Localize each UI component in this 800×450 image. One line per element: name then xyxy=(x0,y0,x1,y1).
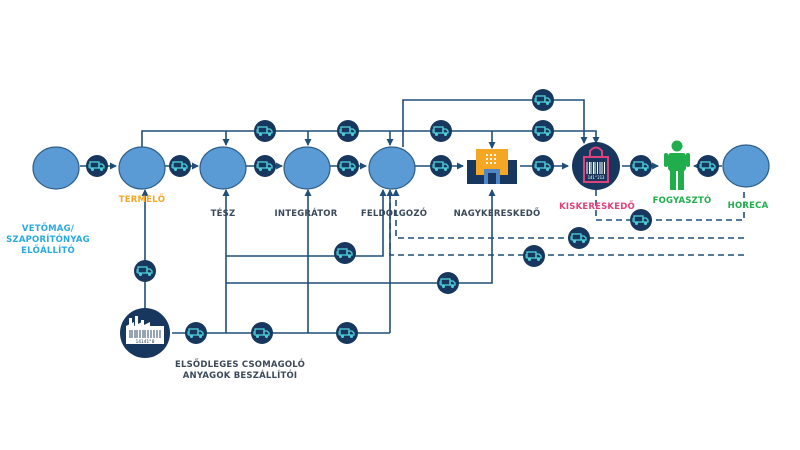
packaging-supplier-label: ELSŐDLEGES CSOMAGOLÓ ANYAGOK BESZÁLLÍTÓI xyxy=(160,360,320,382)
packaging-supplier-icon: 14141°0 xyxy=(120,308,170,358)
consumer-icon xyxy=(664,140,690,190)
truck-icon xyxy=(253,119,277,143)
truck-icon xyxy=(250,321,274,345)
retail-barcode-text: 141°213 xyxy=(588,175,605,180)
truck-icon xyxy=(436,271,460,295)
producer-label: TERMELŐ xyxy=(118,195,166,205)
truck-icon xyxy=(85,154,109,178)
truck-icon xyxy=(567,226,591,250)
truck-icon xyxy=(168,154,192,178)
truck-icon xyxy=(522,244,546,268)
horeca-label: HORECA xyxy=(727,201,769,211)
seed-label-line2: SZAPORÍTÓNYAG xyxy=(6,235,90,245)
connector-lines xyxy=(80,99,722,334)
retailer-label: KISKERESKEDŐ xyxy=(559,202,635,212)
integrator-node xyxy=(283,146,331,190)
truck-icon xyxy=(531,119,555,143)
truck-icon xyxy=(429,154,453,178)
seed-label-line1: VETŐMAG/ xyxy=(21,224,75,234)
truck-icon xyxy=(531,154,555,178)
truck-icon xyxy=(336,119,360,143)
packaging-label-line1: ELSŐDLEGES CSOMAGOLÓ xyxy=(174,360,306,370)
truck-icon xyxy=(696,154,720,178)
seed-producer-label: VETŐMAG/ SZAPORÍTÓNYAG ELŐÁLLÍTÓ xyxy=(2,224,94,257)
tesz-node xyxy=(199,146,247,190)
horeca-node xyxy=(722,144,770,188)
truck-icon xyxy=(333,241,357,265)
integrator-label: INTEGRÁTOR xyxy=(274,209,338,219)
dashed-return-lines xyxy=(389,189,745,256)
truck-icon xyxy=(629,154,653,178)
truck-icon xyxy=(336,154,360,178)
truck-icon xyxy=(253,154,277,178)
wholesaler-icon xyxy=(467,149,517,184)
consumer-label: FOGYASZTÓ xyxy=(652,196,712,206)
truck-icon xyxy=(531,88,555,112)
truck-icon xyxy=(335,321,359,345)
processor-node xyxy=(368,146,416,190)
tesz-label: TÉSZ xyxy=(210,209,236,219)
seed-producer-node xyxy=(32,146,80,190)
processor-label: FELDOLGOZÓ xyxy=(360,209,428,219)
seed-label-line3: ELŐÁLLÍTÓ xyxy=(21,246,75,256)
truck-icon xyxy=(133,259,157,283)
nodes: 141°213 14141°0 xyxy=(32,140,770,358)
packaging-barcode-text: 14141°0 xyxy=(136,339,155,345)
wholesaler-label: NAGYKERESKEDŐ xyxy=(453,209,541,219)
truck-icon xyxy=(184,321,208,345)
retailer-icon: 141°213 xyxy=(572,142,620,190)
truck-icon xyxy=(429,119,453,143)
producer-node xyxy=(118,146,166,190)
packaging-label-line2: ANYAGOK BESZÁLLÍTÓI xyxy=(182,371,298,381)
